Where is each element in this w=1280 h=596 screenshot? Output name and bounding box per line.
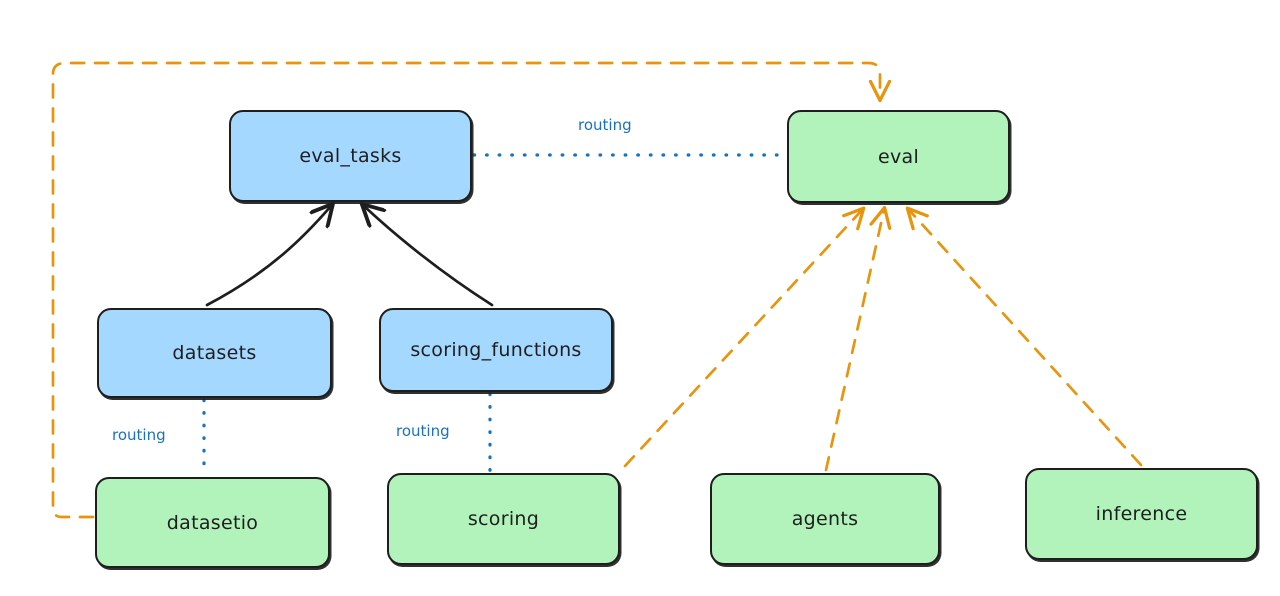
- node-eval[interactable]: eval: [787, 110, 1010, 203]
- node-datasetio[interactable]: datasetio: [95, 477, 330, 568]
- edge-inference-to-eval-dependency: [909, 210, 1143, 467]
- node-scoring[interactable]: scoring: [387, 473, 620, 565]
- node-datasets[interactable]: datasets: [97, 308, 332, 398]
- edge-label-routing-left: routing: [112, 426, 166, 444]
- edge-scoring-to-eval-dependency: [623, 210, 862, 468]
- edge-datasetio-to-eval-dependency: [51, 61, 880, 519]
- node-inference[interactable]: inference: [1025, 468, 1258, 560]
- node-label: eval_tasks: [299, 145, 402, 167]
- node-label: scoring_functions: [410, 339, 582, 361]
- edge-label-routing-middle: routing: [396, 422, 450, 440]
- node-eval-tasks[interactable]: eval_tasks: [229, 110, 472, 202]
- node-label: eval: [877, 145, 920, 168]
- edge-datasets-to-eval-tasks: [205, 206, 331, 307]
- edge-scoring-functions-to-eval-tasks: [364, 206, 494, 307]
- node-label: agents: [791, 508, 859, 530]
- node-label: datasetio: [166, 511, 259, 534]
- node-agents[interactable]: agents: [710, 473, 940, 565]
- node-label: datasets: [172, 342, 257, 364]
- node-label: inference: [1095, 503, 1188, 525]
- node-scoring-functions[interactable]: scoring_functions: [379, 308, 613, 392]
- edge-label-routing-top: routing: [578, 116, 632, 134]
- node-label: scoring: [467, 508, 540, 530]
- edge-agents-to-eval-dependency: [824, 210, 884, 472]
